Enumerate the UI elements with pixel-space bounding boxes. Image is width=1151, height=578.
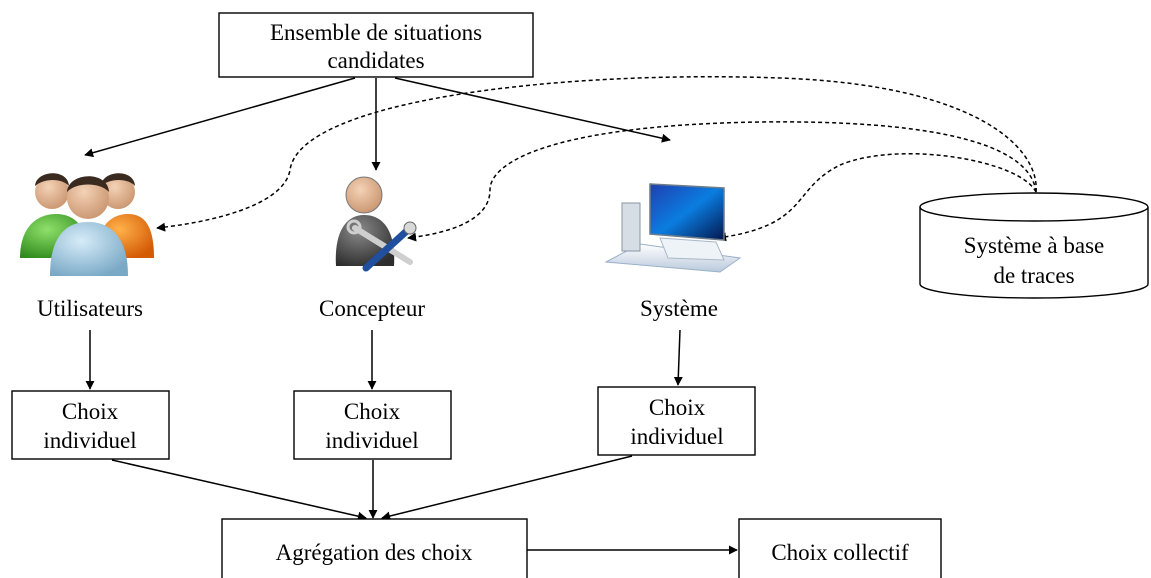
computer-icon bbox=[604, 183, 742, 273]
users-label: Utilisateurs bbox=[37, 296, 143, 321]
choice-users-line2: individuel bbox=[43, 428, 136, 453]
trace-db-line2: de traces bbox=[993, 263, 1074, 288]
choice-users-line1: Choix bbox=[62, 399, 119, 424]
arrow-choice-users-to-aggregation bbox=[111, 459, 367, 521]
arrow-candidates-to-users bbox=[84, 77, 356, 158]
choice-box-system: Choix individuel bbox=[597, 386, 756, 456]
dashed-trace-to-system bbox=[717, 153, 1037, 242]
choice-designer-line1: Choix bbox=[344, 399, 401, 424]
candidates-box-line2: candidates bbox=[327, 48, 424, 73]
dashed-trace-to-users bbox=[156, 76, 1037, 232]
collective-choice-box: Choix collectif bbox=[738, 518, 942, 578]
candidates-box: Ensemble de situations candidates bbox=[218, 12, 534, 78]
arrow-system-to-choice bbox=[673, 329, 683, 386]
choice-system-line1: Choix bbox=[649, 395, 706, 420]
aggregation-label: Agrégation des choix bbox=[276, 540, 473, 565]
choice-box-designer: Choix individuel bbox=[293, 390, 452, 460]
users-group-icon bbox=[20, 173, 154, 276]
choice-system-line2: individuel bbox=[630, 424, 723, 449]
trace-database-cylinder: Système à base de traces bbox=[919, 192, 1149, 299]
designer-label: Concepteur bbox=[319, 296, 425, 321]
system-label: Système bbox=[640, 296, 718, 321]
choice-designer-line2: individuel bbox=[325, 428, 418, 453]
candidates-box-line1: Ensemble de situations bbox=[270, 20, 482, 45]
aggregation-box: Agrégation des choix bbox=[221, 518, 528, 578]
collective-label: Choix collectif bbox=[771, 540, 909, 565]
arrow-choice-system-to-aggregation bbox=[381, 455, 633, 521]
choice-box-users: Choix individuel bbox=[11, 390, 170, 460]
arrow-candidates-to-system bbox=[394, 77, 671, 143]
dashed-trace-to-designer bbox=[407, 121, 1037, 242]
designer-tools-icon bbox=[335, 176, 417, 272]
trace-db-line1: Système à base bbox=[964, 233, 1105, 258]
